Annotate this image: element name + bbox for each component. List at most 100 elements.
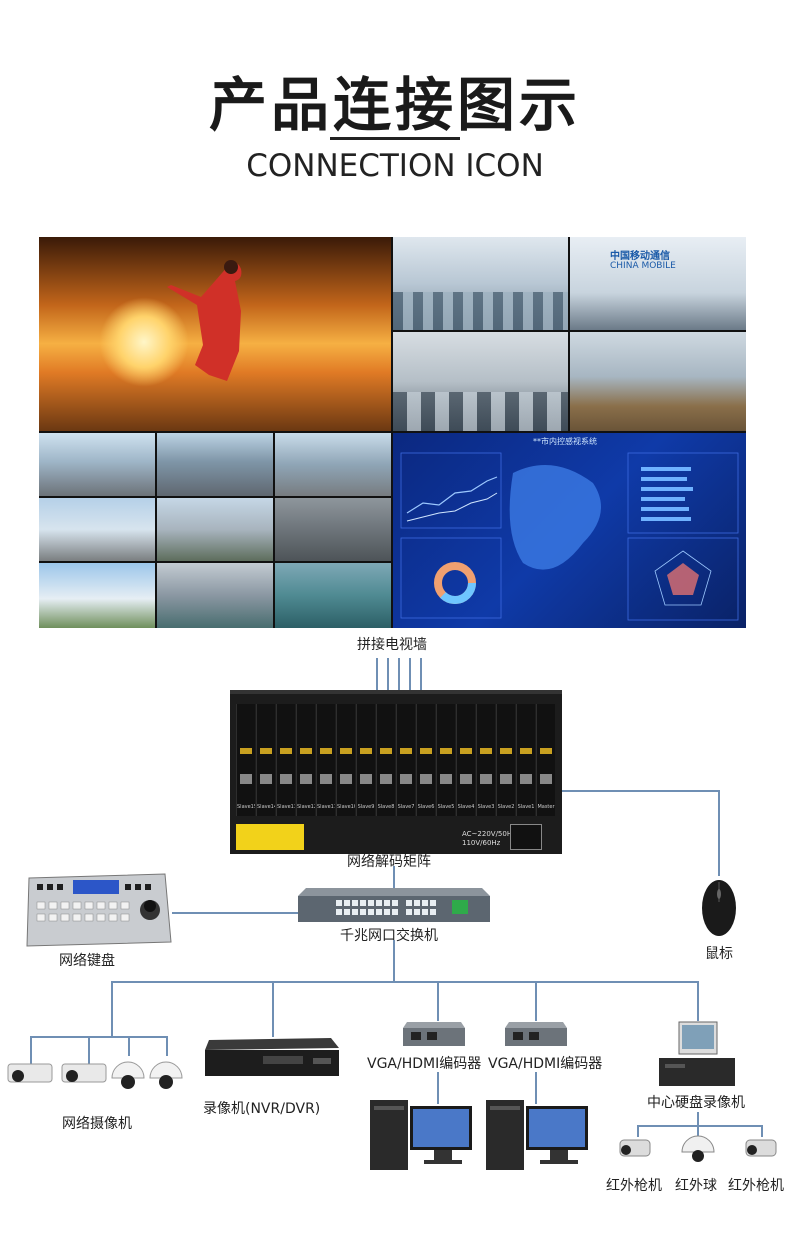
matrix-slot: Master xyxy=(536,704,555,816)
matrix-slot-label: Slave8 xyxy=(377,804,395,810)
link-matrix-switch xyxy=(393,866,395,888)
encoder-icon xyxy=(403,1022,465,1046)
wall-cable-4 xyxy=(409,658,411,693)
nvr-recorder xyxy=(203,1036,341,1080)
video-wall: 中国移动通信 CHINA MOBILE **市内控感视系统 xyxy=(39,237,746,628)
ir-drop-1 xyxy=(637,1125,639,1137)
switch-icon xyxy=(298,888,490,922)
hdmi-port-icon xyxy=(420,748,432,754)
wall-tile-building xyxy=(39,563,155,628)
ethernet-port-icon xyxy=(520,774,532,784)
matrix-slot-label: Slave9 xyxy=(357,804,375,810)
woman-silhouette-icon xyxy=(167,260,242,381)
matrix-slot-label: Slave5 xyxy=(437,804,455,810)
matrix-slot: Slave4 xyxy=(456,704,475,816)
wall-tile-office-1 xyxy=(393,237,568,330)
matrix-slot-label: Slave11 xyxy=(317,804,335,810)
bus-drop-central xyxy=(697,981,699,1021)
matrix-slot: Slave10 xyxy=(336,704,355,816)
wall-tile-dashboard: **市内控感视系统 xyxy=(393,433,746,628)
ir-branch-h xyxy=(637,1125,763,1127)
central-nvr-label: 中心硬盘录像机 xyxy=(647,1095,745,1111)
bus-drop-cameras xyxy=(111,981,113,1037)
ir-drop-3 xyxy=(761,1125,763,1137)
matrix-slot: Slave12 xyxy=(296,704,315,816)
gigabit-switch-label: 千兆网口交换机 xyxy=(340,928,438,944)
ethernet-port-icon xyxy=(440,774,452,784)
wall-tile-sunset xyxy=(39,237,391,431)
hdmi-port-icon xyxy=(500,748,512,754)
ethernet-port-icon xyxy=(240,774,252,784)
bus-drop-encoder2 xyxy=(535,981,537,1021)
bus-drop-encoder1 xyxy=(437,981,439,1021)
page-subtitle: CONNECTION ICON xyxy=(246,148,544,184)
wall-tile-road-6 xyxy=(275,498,391,561)
link-switch-bus xyxy=(393,940,395,982)
network-keyboard xyxy=(25,872,172,948)
ir-camera-icons xyxy=(619,1135,777,1162)
wall-tile-factory-2 xyxy=(275,563,391,628)
wall-tile-road-2 xyxy=(157,433,273,496)
network-keyboard-label: 网络键盘 xyxy=(59,953,115,969)
matrix-slot-label: Slave7 xyxy=(397,804,415,810)
ethernet-port-icon xyxy=(420,774,432,784)
matrix-slot-label: Slave4 xyxy=(457,804,475,810)
dashboard-title: **市内控感视系统 xyxy=(533,437,597,446)
dashboard-graphics xyxy=(400,452,739,621)
matrix-slot-label: Slave1 xyxy=(517,804,535,810)
pc-workstation-2 xyxy=(484,1098,592,1174)
pc-workstation-1 xyxy=(368,1098,476,1174)
camera-drop-4 xyxy=(166,1036,168,1056)
link-keyboard-switch xyxy=(172,912,300,914)
ethernet-port-icon xyxy=(320,774,332,784)
wall-tile-callcenter xyxy=(393,332,568,431)
server-icon xyxy=(659,1021,735,1086)
ethernet-port-icon xyxy=(480,774,492,784)
ethernet-port-icon xyxy=(540,774,552,784)
hdmi-port-icon xyxy=(360,748,372,754)
warning-label xyxy=(236,824,304,850)
hdmi-port-icon xyxy=(260,748,272,754)
encoder-1 xyxy=(403,1020,465,1048)
ip-cameras-label: 网络摄像机 xyxy=(62,1116,132,1132)
central-to-ir-v xyxy=(697,1112,699,1126)
computer-icon xyxy=(486,1100,588,1170)
ethernet-port-icon xyxy=(500,774,512,784)
wall-cable-5 xyxy=(420,658,422,693)
wall-cable-1 xyxy=(376,658,378,693)
decoder-matrix: Slave15Slave14Slave13Slave12Slave11Slave… xyxy=(230,690,562,854)
matrix-slot-label: Slave15 xyxy=(237,804,255,810)
video-wall-label: 拼接电视墙 xyxy=(357,637,427,653)
computer-icon xyxy=(370,1100,472,1170)
wall-tile-road-1 xyxy=(39,433,155,496)
hdmi-port-icon xyxy=(280,748,292,754)
matrix-slot: Slave7 xyxy=(396,704,415,816)
hdmi-port-icon xyxy=(340,748,352,754)
encoder-2-label: VGA/HDMI编码器 xyxy=(488,1056,603,1072)
bus-horizontal xyxy=(111,981,699,983)
matrix-slot: Slave9 xyxy=(356,704,375,816)
gigabit-switch xyxy=(296,886,490,924)
link-matrix-mouse-h xyxy=(562,790,720,792)
camera-drop-1 xyxy=(30,1036,32,1064)
matrix-slot: Slave3 xyxy=(476,704,495,816)
matrix-slot: Slave1 xyxy=(516,704,535,816)
camera-drop-2 xyxy=(88,1036,90,1064)
matrix-slot: Slave5 xyxy=(436,704,455,816)
ir-camera-group xyxy=(612,1132,782,1170)
central-nvr xyxy=(655,1020,739,1088)
encoder-1-label: VGA/HDMI编码器 xyxy=(367,1056,482,1072)
matrix-slot: Slave11 xyxy=(316,704,335,816)
ir-drop-2 xyxy=(697,1125,699,1137)
matrix-slot-label: Slave12 xyxy=(297,804,315,810)
hdmi-port-icon xyxy=(520,748,532,754)
ethernet-port-icon xyxy=(400,774,412,784)
matrix-slot: Slave15 xyxy=(236,704,255,816)
matrix-slot-label: Slave13 xyxy=(277,804,295,810)
matrix-slot: Slave13 xyxy=(276,704,295,816)
wall-tile-road-5 xyxy=(157,498,273,561)
encoder1-to-pc xyxy=(437,1072,439,1104)
bus-drop-nvr xyxy=(272,981,274,1037)
ip-cameras xyxy=(4,1056,190,1096)
hdmi-port-icon xyxy=(440,748,452,754)
